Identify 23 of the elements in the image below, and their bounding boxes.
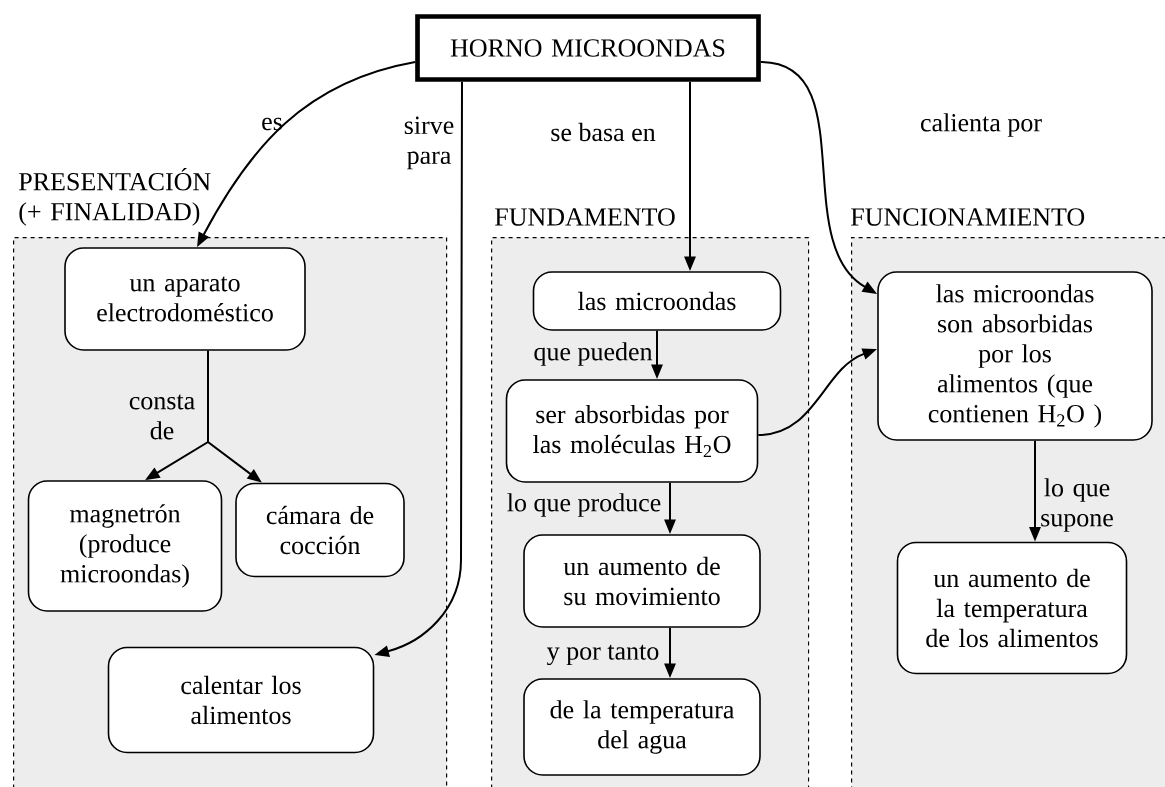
panel-heading: PRESENTACIÓN (+ FINALIDAD) (19, 167, 211, 226)
edge-label: lo que produce (507, 493, 661, 517)
rounded-box: las microondas (532, 271, 782, 331)
title-box: HORNO MICROONDAS (415, 14, 761, 82)
rounded-box: las microondas son absorbidas por los alimentos (que contienen H$_{2}$O ) (877, 271, 1153, 441)
edge-label: lo que supone (1041, 478, 1113, 532)
rounded-box: cámara de cocción (235, 482, 405, 578)
edge-label: se basa en (551, 122, 656, 142)
edge-label: sirve para (404, 116, 454, 170)
rounded-box: un aparato electrodoméstico (64, 247, 306, 351)
panel-heading: FUNDAMENTO (495, 208, 675, 226)
rounded-box: magnetrón (produce microondas) (27, 480, 223, 612)
edge-label: que pueden (534, 342, 653, 366)
edge-label: consta de (129, 394, 195, 440)
rounded-box: un aumento de la temperatura de los alimentos (896, 541, 1128, 675)
rounded-box: ser absorbidas por las moléculas H$_{2}$O (505, 379, 759, 483)
rounded-box: un aumento de su movimiento (523, 534, 761, 628)
edge-label: es (262, 117, 282, 131)
edge-label: y por tanto (547, 644, 659, 666)
rounded-box: calentar los alimentos (107, 646, 375, 754)
edge-label: calienta por (921, 113, 1042, 137)
panel-heading: FUNCIONAMIENTO (851, 208, 1085, 226)
rounded-box: de la temperatura del agua (523, 678, 761, 776)
